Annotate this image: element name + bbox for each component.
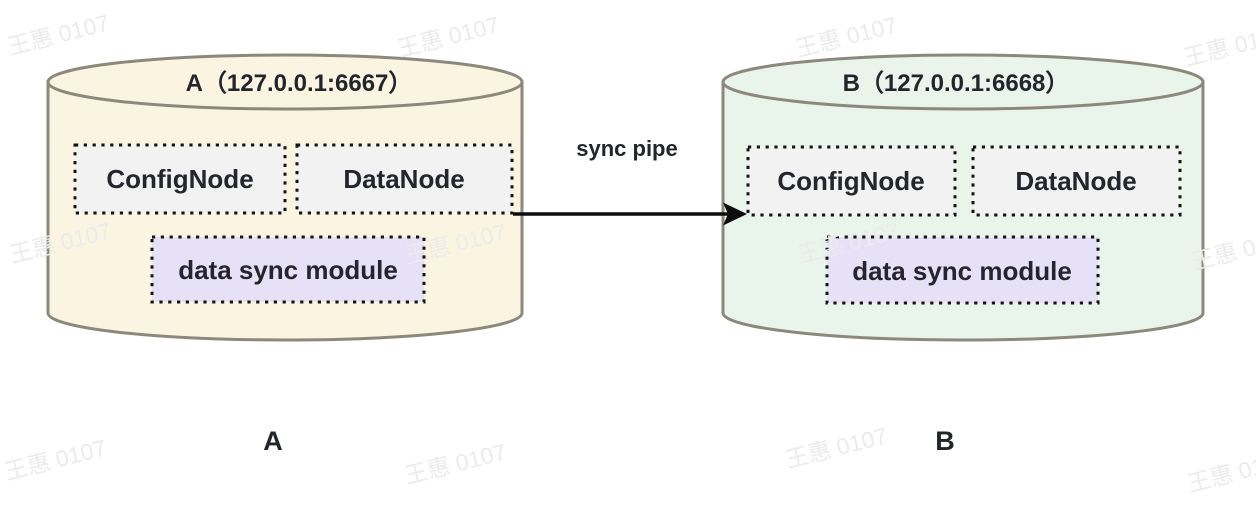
confignode-a-label: ConfigNode (106, 164, 253, 194)
sync-pipe-label: sync pipe (576, 136, 677, 161)
datanode-b-box (971, 145, 1182, 217)
sync-module-b-box (825, 235, 1100, 305)
sync-module-a-label: data sync module (178, 255, 398, 285)
watermark: 王惠 0107 (2, 435, 109, 485)
watermark: 王惠 0107 (1185, 447, 1256, 497)
caption-a: A (263, 426, 283, 456)
datanode-b-label: DataNode (1015, 166, 1136, 196)
watermark: 王惠 0107 (402, 439, 509, 489)
watermark: 王惠 0107 (793, 12, 900, 62)
sync-pipe-connector: sync pipe (513, 136, 747, 226)
sync-module-a-box (150, 235, 426, 304)
confignode-a-box (73, 143, 287, 215)
database-b-top (721, 53, 1205, 111)
watermark: 王惠 0107 (395, 12, 502, 62)
confignode-b-label: ConfigNode (777, 166, 924, 196)
database-a-top (46, 53, 524, 111)
database-a-cylinder: A（127.0.0.1:6667） ConfigNode DataNode da… (46, 53, 524, 342)
database-b-cylinder: B（127.0.0.1:6668） ConfigNode DataNode da… (721, 53, 1205, 342)
sync-pipe-arrowhead (723, 202, 747, 226)
confignode-b-box (746, 145, 957, 217)
watermark: 王惠 0107 (783, 423, 890, 473)
watermark: 王惠 0107 (5, 10, 112, 60)
datanode-a-box (295, 143, 514, 215)
datanode-a-label: DataNode (343, 164, 464, 194)
database-b-title: B（127.0.0.1:6668） (843, 70, 1070, 97)
sync-module-b-label: data sync module (852, 256, 1072, 286)
watermark: 王惠 0107 (1181, 21, 1256, 71)
database-a-title: A（127.0.0.1:6667） (186, 70, 413, 97)
caption-b: B (935, 426, 955, 456)
